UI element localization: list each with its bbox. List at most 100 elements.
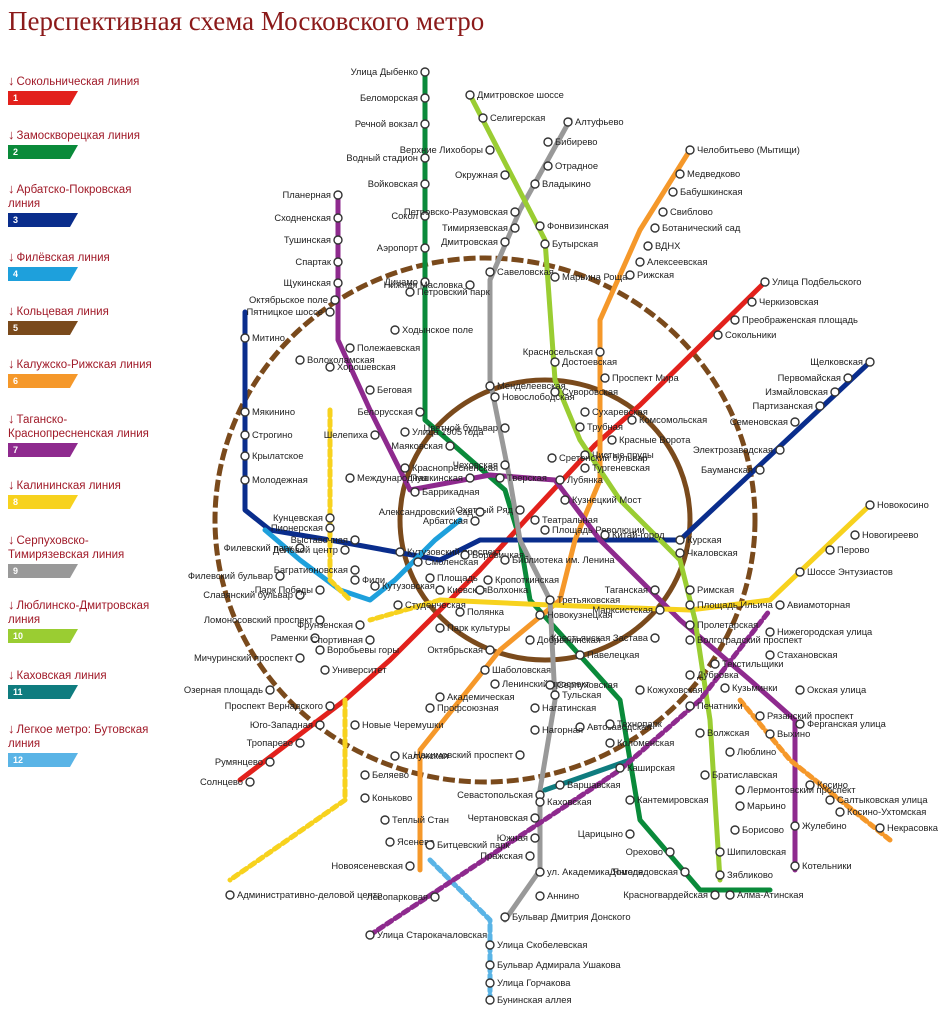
station-marker xyxy=(465,473,475,483)
station-marker xyxy=(225,890,235,900)
legend-line-name: ↓Легкое метро: Бутовская линия xyxy=(8,721,149,751)
station-label: Спортивная xyxy=(311,634,363,645)
station-label: Царицыно xyxy=(578,828,623,839)
station-label: Динамо xyxy=(384,276,418,287)
station-label: Трубная xyxy=(587,421,623,432)
station-label: Теплый Стан xyxy=(392,814,449,825)
station-label: Пионерская xyxy=(271,522,323,533)
station-marker xyxy=(510,207,520,217)
station-label: Битцевский парк xyxy=(437,839,510,850)
legend-line-number: 4 xyxy=(13,269,19,279)
station-marker xyxy=(775,600,785,610)
station-label: Челобитьево (Мытищи) xyxy=(697,144,800,155)
station-label: Беляево xyxy=(372,769,409,780)
station-label: Театральная xyxy=(542,514,598,525)
station-label: Спартак xyxy=(295,256,331,267)
station-marker xyxy=(420,243,430,253)
station-marker xyxy=(713,330,723,340)
station-marker xyxy=(685,701,695,711)
arrow-down-icon: ↓ xyxy=(8,127,15,142)
station-label: Кропоткинская xyxy=(495,574,559,585)
station-label: Борисово xyxy=(742,824,784,835)
station-label: Южная xyxy=(497,832,528,843)
station-marker xyxy=(550,357,560,367)
station-label: Технопарк xyxy=(617,718,663,729)
station-label: Пражская xyxy=(480,850,523,861)
station-label: Комсомольская xyxy=(639,414,707,425)
station-marker xyxy=(843,373,853,383)
station-label: Суворовская xyxy=(562,386,618,397)
station-marker xyxy=(540,525,550,535)
station-label: Хорошевская xyxy=(337,361,396,372)
station-marker xyxy=(485,978,495,988)
station-marker xyxy=(825,545,835,555)
legend-color-bar: 2 xyxy=(8,145,78,159)
station-label: ул. Академика Янгеля xyxy=(547,866,643,877)
station-marker xyxy=(350,535,360,545)
station-label: Шоссе Энтузиастов xyxy=(807,566,893,577)
legend-color-bar: 8 xyxy=(8,495,78,509)
station-marker xyxy=(430,892,440,902)
station-marker xyxy=(240,451,250,461)
station-label: Парк культуры xyxy=(447,622,510,633)
station-marker xyxy=(815,401,825,411)
line-4-filevskaya xyxy=(262,517,463,603)
station-marker xyxy=(480,665,490,675)
station-marker xyxy=(715,870,725,880)
station-label: Нагатинская xyxy=(542,702,596,713)
station-marker xyxy=(400,427,410,437)
station-label: Водный стадион xyxy=(346,152,418,163)
station-label: Новогиреево xyxy=(862,529,918,540)
station-marker xyxy=(425,573,435,583)
station-label: Международная xyxy=(357,472,428,483)
station-label: Юго-Западная xyxy=(250,719,313,730)
legend-line-number: 12 xyxy=(13,755,24,765)
station-marker xyxy=(405,287,415,297)
station-label: Алексеевская xyxy=(647,256,707,267)
station-label: Автозаводская xyxy=(587,721,651,732)
station-label: Полянка xyxy=(467,606,505,617)
legend-line-name: ↓Каховская линия xyxy=(8,667,107,683)
station-label: Братиславская xyxy=(712,769,777,780)
station-marker xyxy=(485,995,495,1005)
station-marker xyxy=(500,237,510,247)
station-label: Бульвар Адмирала Ушакова xyxy=(497,959,621,970)
station-label: Лесопарковая xyxy=(367,891,428,902)
station-label: Черкизовская xyxy=(759,296,819,307)
station-marker xyxy=(470,516,480,526)
station-label: Кузьминки xyxy=(732,682,778,693)
station-marker xyxy=(543,161,553,171)
legend-item-4: ↓Филёвская линия 4 xyxy=(8,250,110,281)
station-marker xyxy=(710,890,720,900)
station-marker xyxy=(420,277,430,287)
station-marker xyxy=(850,530,860,540)
station-label: Университет xyxy=(332,664,387,675)
station-label: Войковская xyxy=(368,178,418,189)
station-label: Тургеневская xyxy=(592,462,650,473)
station-label: Киевская xyxy=(447,584,487,595)
station-marker xyxy=(315,615,325,625)
station-label: Курская xyxy=(687,534,722,545)
station-marker xyxy=(415,407,425,417)
station-label: Беговая xyxy=(377,384,412,395)
station-label: Улица Подбельского xyxy=(772,276,862,287)
station-label: Дмитровская xyxy=(441,236,498,247)
station-marker xyxy=(420,211,430,221)
station-label: Окская улица xyxy=(807,684,867,695)
station-marker xyxy=(625,270,635,280)
station-marker xyxy=(680,867,690,877)
arrow-down-icon: ↓ xyxy=(8,181,15,196)
station-label: Дубровка xyxy=(697,669,739,680)
station-marker xyxy=(515,505,525,515)
station-label: Октябрьская xyxy=(427,644,483,655)
station-marker xyxy=(485,381,495,391)
station-label: Чертановская xyxy=(468,812,528,823)
station-label: Белорусская xyxy=(357,406,413,417)
station-label: Текстильщики xyxy=(722,658,783,669)
legend-line-name: ↓Филёвская линия xyxy=(8,249,110,265)
ring-line-prospective xyxy=(212,255,758,785)
line-kosino-prospective xyxy=(737,697,893,843)
station-marker xyxy=(240,430,250,440)
station-marker xyxy=(580,450,590,460)
